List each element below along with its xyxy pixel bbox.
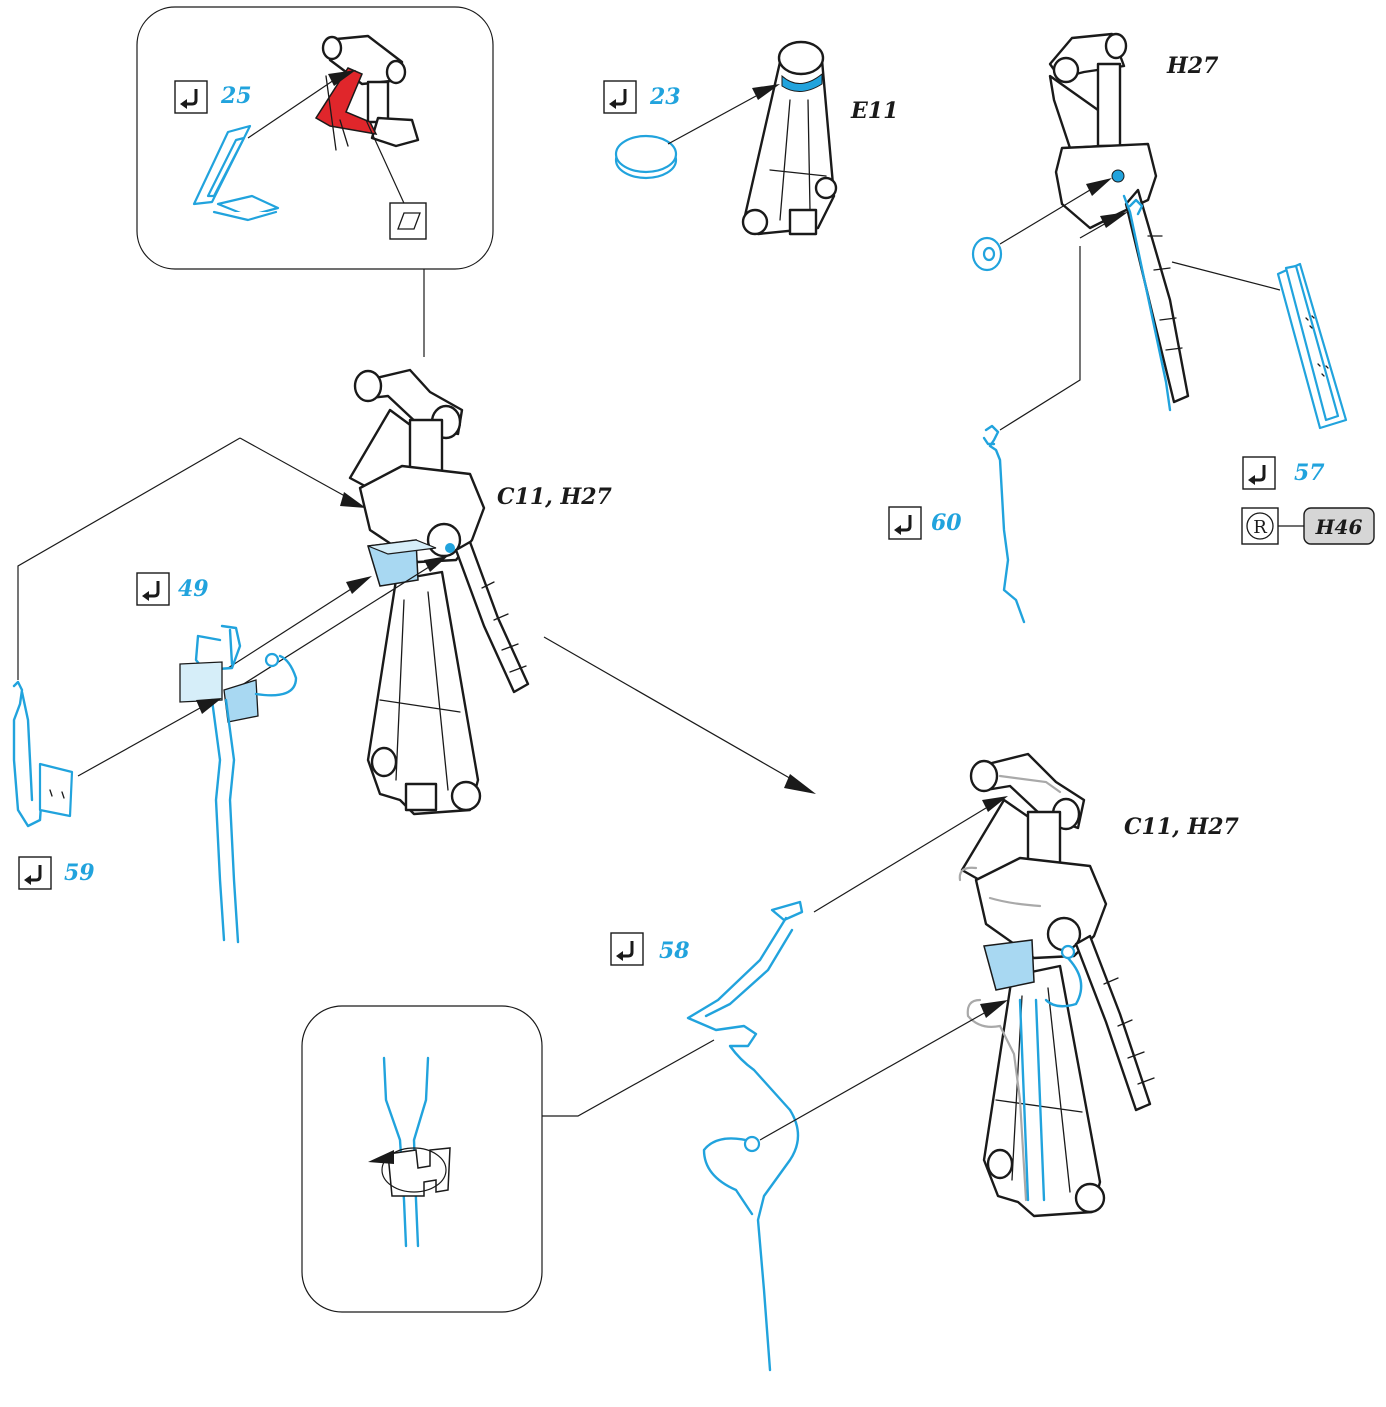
bend-arrow-icon: [888, 506, 922, 540]
reference-badge-h46: H46: [1303, 507, 1375, 545]
part-e11-group: 23 E11: [603, 40, 898, 236]
step-number: 60: [931, 510, 962, 536]
bend-arrow-icon: [1242, 456, 1276, 490]
step-number: 25: [220, 83, 252, 109]
svg-text:R: R: [1253, 517, 1267, 538]
reference-label: H46: [1315, 515, 1363, 539]
part-label: E11: [850, 98, 898, 124]
bend-arrow-icon: [136, 572, 170, 606]
part-label: C11, H27: [497, 484, 613, 510]
bend-arrow-icon: [610, 932, 644, 966]
part-h27-group: H27 57 R H46 60: [888, 32, 1375, 624]
main-assembly-c11-h27: C11, H27 49 59: [12, 368, 816, 944]
detail-panel-58: [301, 1005, 543, 1313]
bend-arrow-icon: [18, 856, 52, 890]
step-number: 58: [659, 938, 690, 964]
bend-arrow-icon: [174, 80, 208, 114]
final-assembly-c11-h27: C11, H27 58: [301, 752, 1240, 1372]
step-number: 23: [649, 84, 681, 110]
part-label: C11, H27: [1124, 814, 1240, 840]
registered-mark-icon: R: [1241, 507, 1279, 545]
detail-panel-25: 25: [136, 6, 494, 357]
step-number: 57: [1294, 460, 1325, 486]
paint-swatch-icon: [389, 202, 427, 240]
bend-arrow-icon: [603, 80, 637, 114]
step-number: 49: [178, 576, 209, 602]
part-label: H27: [1166, 53, 1219, 79]
step-number: 59: [64, 860, 95, 886]
